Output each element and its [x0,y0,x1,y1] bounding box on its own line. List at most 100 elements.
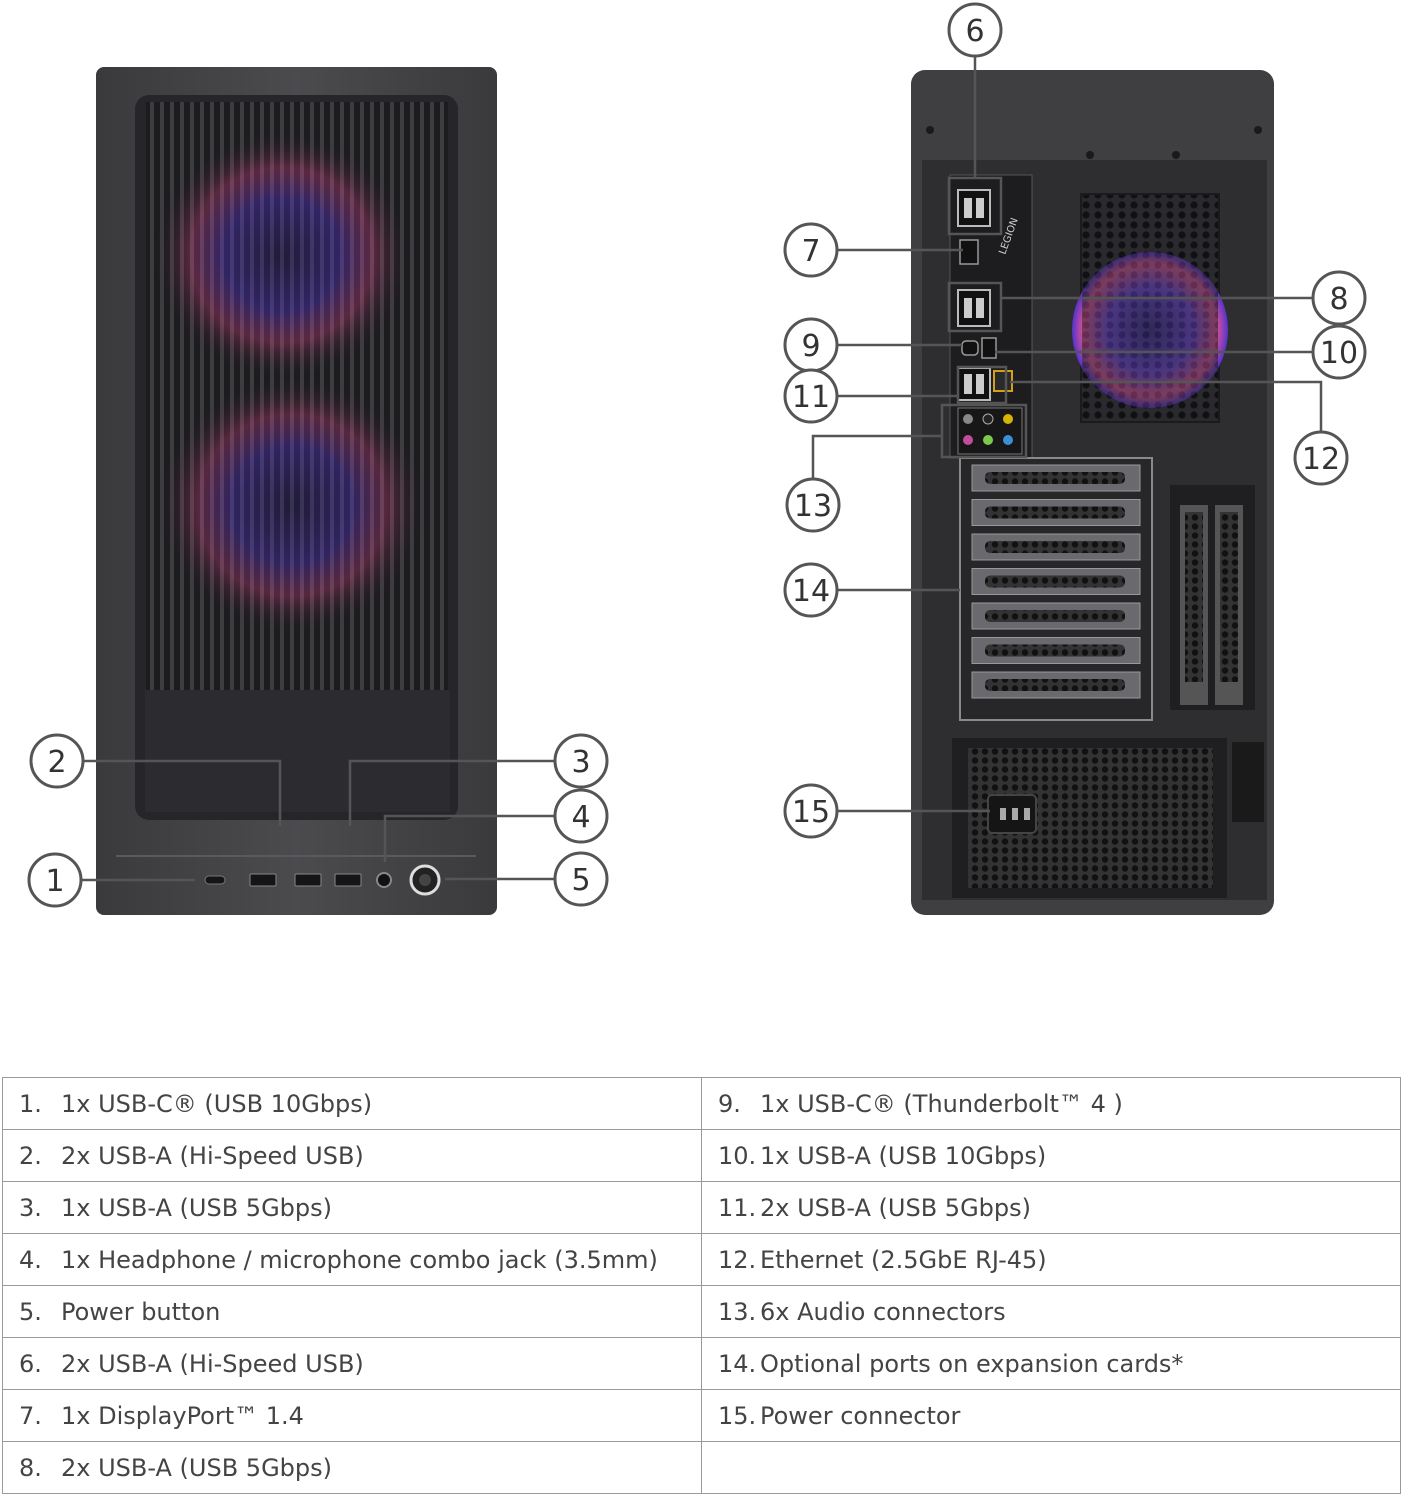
table-row: 3. 1x USB-A (USB 5Gbps) 11.2x USB-A (USB 5… [2,1181,1401,1234]
ethernet-port [993,370,1013,392]
front-view [96,67,497,915]
table-cell: 11.2x USB-A (USB 5Gbps) [701,1181,1401,1234]
svg-text:11: 11 [792,380,830,415]
item-number: 13. [718,1297,757,1326]
thunderbolt-port [961,340,979,356]
item-number: 5. [19,1297,42,1326]
callout-10: 10 [1311,324,1367,380]
item-description: 2x USB-A (USB 5Gbps) [760,1193,1032,1222]
item-number: 12. [718,1245,757,1274]
rear-view: LEGION [911,70,1274,915]
callout-14: 14 [783,562,839,618]
table-row: 8.2x USB-A (USB 5Gbps) [2,1441,1401,1494]
callout-4: 4 [553,788,609,844]
item-number: 3. [19,1193,42,1222]
item-number: 1. [19,1089,42,1118]
usb-a-port-2 [294,873,322,887]
svg-text:9: 9 [801,329,820,364]
item-description: 6x Audio connectors [760,1297,1006,1326]
table-row: 4. 1x Headphone / microphone combo jack (… [2,1233,1401,1286]
item-number: 10. [718,1141,757,1170]
callout-2: 2 [29,733,85,789]
table-cell: 8.2x USB-A (USB 5Gbps) [2,1441,702,1494]
svg-text:15: 15 [792,795,830,830]
callout-9: 9 [783,317,839,373]
expansion-slot-vent [985,472,1125,484]
displayport [959,239,979,265]
usb-c-port [204,875,226,885]
svg-text:3: 3 [571,745,590,780]
item-number: 7. [19,1401,42,1430]
table-row: 1. 1x USB-C® (USB 10Gbps) 9. 1x USB-C® (Thu… [2,1077,1401,1130]
table-row: 7. 1x DisplayPort™ 1.4 15.Power connector [2,1389,1401,1442]
svg-text:7: 7 [801,234,820,269]
expansion-slot-vent [985,679,1125,691]
item-number: 4. [19,1245,42,1274]
callout-8: 8 [1311,270,1367,326]
table-cell: 13.6x Audio connectors [701,1285,1401,1338]
svg-text:13: 13 [794,489,832,524]
callout-badges: 1 2 3 4 5 6 7 8 9 10 11 12 13 14 15 [27,2,1367,908]
item-description: Ethernet (2.5GbE RJ-45) [760,1245,1047,1274]
item-description: 1x USB-A (USB 10Gbps) [760,1141,1047,1170]
callout-12: 12 [1293,430,1349,486]
callout-7: 7 [783,222,839,278]
callout-11: 11 [783,368,839,424]
table-row: 6. 2x USB-A (Hi-Speed USB) 14.Optional por… [2,1337,1401,1390]
item-number: 11. [718,1193,757,1222]
svg-text:10: 10 [1320,336,1358,371]
item-description: 2x USB-A (Hi-Speed USB) [61,1349,364,1378]
usb-a-port-1 [249,873,277,887]
expansion-slot-vent [985,506,1125,519]
table-cell [701,1441,1401,1494]
expansion-slots [971,464,1141,699]
item-number: 15. [718,1401,757,1430]
item-description: 1x USB-A (USB 5Gbps) [61,1193,333,1222]
item-description: 2x USB-A (USB 5Gbps) [61,1453,333,1482]
table-cell: 3. 1x USB-A (USB 5Gbps) [2,1181,702,1234]
item-description: Power connector [760,1401,961,1430]
item-description: Optional ports on expansion cards* [760,1349,1184,1378]
item-number: 14. [718,1349,757,1378]
callout-5: 5 [553,851,609,907]
item-description: 1x USB-C® (USB 10Gbps) [61,1089,373,1118]
callout-lines [82,56,1323,882]
item-number: 9. [718,1089,741,1118]
item-description: 1x Headphone / microphone combo jack (3.… [61,1245,658,1274]
expansion-slot-vent [985,644,1125,657]
audio-jack [376,872,392,888]
table-cell: 4. 1x Headphone / microphone combo jack (… [2,1233,702,1286]
svg-text:8: 8 [1329,282,1348,317]
callout-1: 1 [27,852,83,908]
svg-text:14: 14 [792,574,830,609]
table-row: 5. Power button 13.6x Audio connectors [2,1285,1401,1338]
svg-text:2: 2 [47,745,66,780]
ports-table: 1. 1x USB-C® (USB 10Gbps) 9. 1x USB-C® (Thu… [2,1077,1401,1494]
table-cell: 15.Power connector [701,1389,1401,1442]
pc-ports-diagram: LEGION [27,2,1367,915]
item-description: 2x USB-A (Hi-Speed USB) [61,1141,364,1170]
table-cell: 5. Power button [2,1285,702,1338]
expansion-slot-vent [985,541,1125,553]
svg-text:1: 1 [45,864,64,899]
callout-6: 6 [947,2,1003,58]
svg-text:4: 4 [571,800,590,835]
expansion-slot-vent [985,610,1125,622]
table-cell: 6. 2x USB-A (Hi-Speed USB) [2,1337,702,1390]
table-cell: 2.2x USB-A (Hi-Speed USB) [2,1129,702,1182]
svg-text:5: 5 [571,863,590,898]
table-cell: 12.Ethernet (2.5GbE RJ-45) [701,1233,1401,1286]
item-number: 6. [19,1349,42,1378]
table-cell: 9. 1x USB-C® (Thunderbolt™ 4 ) [701,1077,1401,1130]
table-cell: 10.1x USB-A (USB 10Gbps) [701,1129,1401,1182]
table-cell: 14.Optional ports on expansion cards* [701,1337,1401,1390]
expansion-slot-vent [985,575,1125,588]
item-description: Power button [61,1297,221,1326]
svg-text:12: 12 [1302,442,1340,477]
item-description: 1x DisplayPort™ 1.4 [61,1401,304,1430]
svg-text:6: 6 [965,14,984,49]
table-cell: 1. 1x USB-C® (USB 10Gbps) [2,1077,702,1130]
item-description: 1x USB-C® (Thunderbolt™ 4 ) [760,1089,1123,1118]
usb-a-10gbps [981,337,997,359]
ports-table-body: 1. 1x USB-C® (USB 10Gbps) 9. 1x USB-C® (Thu… [2,1077,1401,1494]
